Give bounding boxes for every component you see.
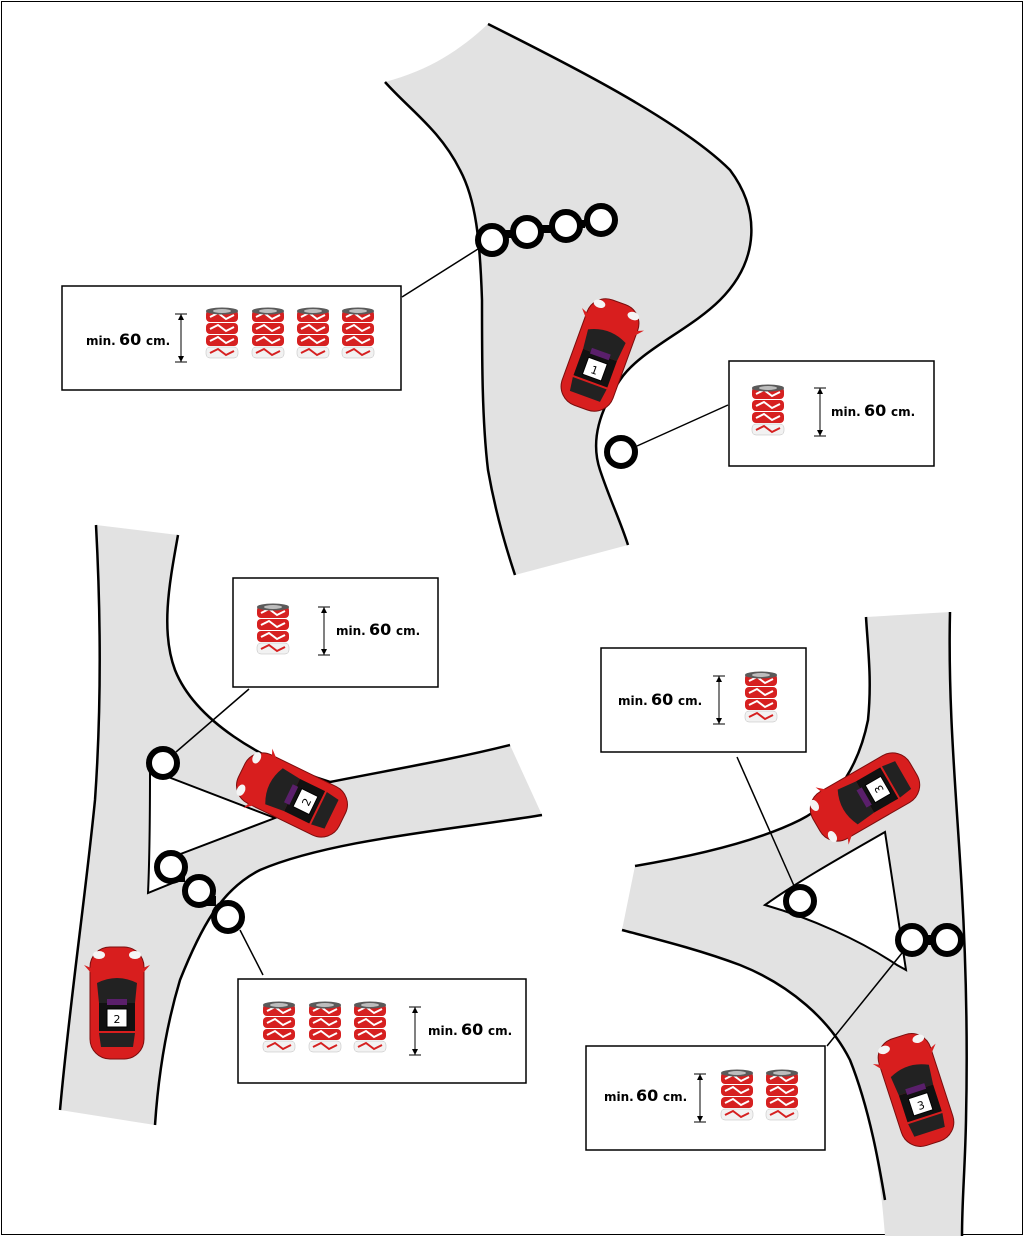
- car-number: 1: [589, 363, 600, 378]
- callout-min-label: min.: [86, 334, 116, 348]
- tyre-ring-icon: [185, 877, 213, 905]
- callout-min-label: min.: [428, 1024, 458, 1038]
- callout-value: 60: [369, 620, 391, 639]
- callout-unit: cm.: [488, 1024, 512, 1038]
- callout-box: min. 60 cm.: [728, 360, 935, 467]
- left-tyre-barrier: [157, 853, 242, 931]
- tyre-stack-icon: [262, 1000, 296, 1053]
- right-car-lower: 3: [866, 1026, 966, 1154]
- callout-leader: [636, 404, 729, 447]
- tyre-ring-icon: [786, 887, 814, 915]
- callout-min-label: min.: [604, 1090, 634, 1104]
- callout-leader: [826, 952, 903, 1047]
- tyre-ring-icon: [513, 218, 541, 246]
- tyre-ring-icon: [552, 212, 580, 240]
- left-car-lower: 2: [83, 946, 151, 1060]
- tyre-ring-icon: [933, 926, 961, 954]
- callout-value: 60: [651, 690, 673, 709]
- callout-leader: [401, 248, 479, 298]
- car-number: 3: [916, 1098, 927, 1113]
- callout-unit: cm.: [663, 1090, 687, 1104]
- tyre-stack-icon: [744, 670, 778, 723]
- callout-leader: [736, 756, 796, 889]
- callout-unit: cm.: [396, 624, 420, 638]
- callout-value: 60: [461, 1020, 483, 1039]
- callout-box: min. 60 cm.: [585, 1045, 826, 1151]
- tyre-stack-icon: [205, 306, 239, 359]
- callout-value: 60: [636, 1086, 658, 1105]
- callout-leader: [175, 688, 250, 753]
- car-number: 2: [114, 1013, 121, 1026]
- callout-box: min. 60 cm.: [61, 285, 402, 391]
- top-road: [384, 22, 753, 576]
- tyre-stack-icon: [720, 1068, 754, 1121]
- callout-value: 60: [119, 330, 141, 349]
- left-car-upper: 2: [226, 740, 358, 850]
- tyre-stack-icon: [308, 1000, 342, 1053]
- callout-box: min. 60 cm.: [232, 577, 439, 688]
- car-number: 2: [299, 796, 314, 808]
- tyre-stack-icon: [256, 602, 290, 655]
- tyre-stack-icon: [296, 306, 330, 359]
- top-car: 1: [549, 290, 651, 420]
- tyre-ring-icon: [478, 226, 506, 254]
- tyre-stack-icon: [765, 1068, 799, 1121]
- right-car-upper: 3: [799, 739, 931, 855]
- tyre-stack-icon: [251, 306, 285, 359]
- callout-box: min. 60 cm.: [237, 978, 527, 1084]
- tyre-stack-icon: [341, 306, 375, 359]
- callout-unit: cm.: [678, 694, 702, 708]
- tyre-ring-icon: [157, 853, 185, 881]
- tyre-stack-icon: [751, 383, 785, 436]
- tyre-ring-icon: [898, 926, 926, 954]
- tyre-ring-icon: [587, 206, 615, 234]
- callout-min-label: min.: [831, 405, 861, 419]
- callout-unit: cm.: [891, 405, 915, 419]
- callout-value: 60: [864, 401, 886, 420]
- callout-leader: [239, 929, 264, 976]
- callout-min-label: min.: [336, 624, 366, 638]
- callout-min-label: min.: [618, 694, 648, 708]
- callout-unit: cm.: [146, 334, 170, 348]
- top-tyre-barrier: [478, 206, 615, 254]
- tyre-ring-icon: [214, 903, 242, 931]
- callout-box: min. 60 cm.: [600, 647, 807, 753]
- tyre-ring-icon: [149, 749, 177, 777]
- tyre-ring-icon: [607, 438, 635, 466]
- right-tyre-barrier: [898, 926, 961, 954]
- tyre-stack-icon: [353, 1000, 387, 1053]
